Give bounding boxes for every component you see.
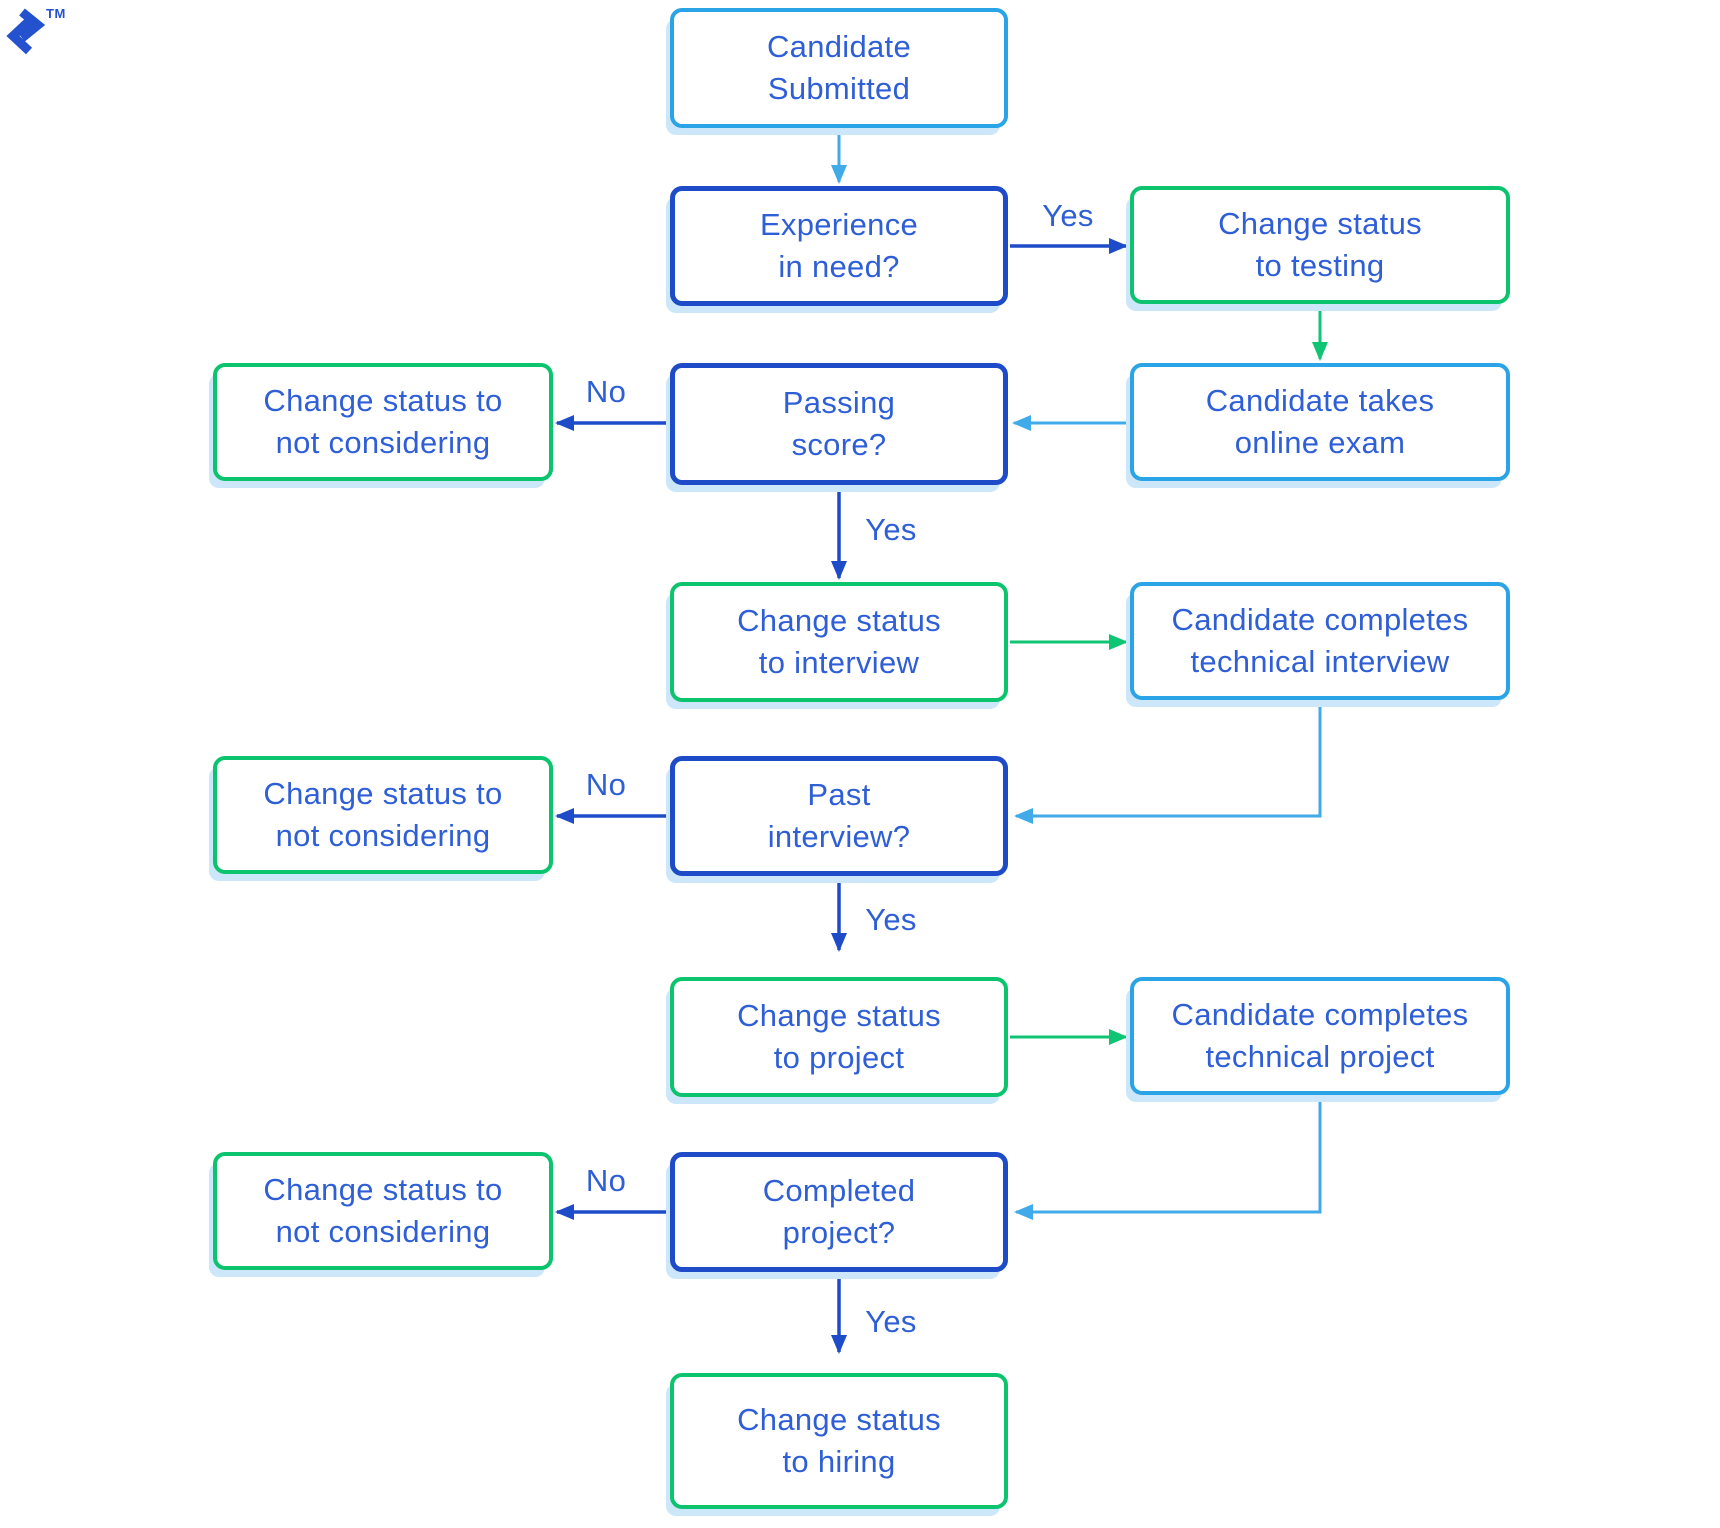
node-text-line: in need? [778,249,900,284]
node-change-status-to-testing: Change status to testing [1130,186,1510,304]
node-text-line: Experience [759,207,919,242]
node-text-line: Candidate takes [1205,383,1435,418]
node-text-line: Change status [737,998,941,1033]
node-text-line: to interview [758,645,920,680]
node-change-status-not-considering-2: Change status to not considering [213,756,553,874]
node-change-status-to-interview: Change status to interview [670,582,1008,702]
node-text-line: Candidate completes [1171,602,1469,637]
edge-label-yes-past-interview: Yes [865,902,917,937]
node-text-line: Change status to [263,1172,503,1207]
node-text-line: Completed [762,1173,916,1208]
node-candidate-completes-technical-interview: Candidate completes technical interview [1130,582,1510,700]
node-text-line: interview? [767,819,911,854]
node-text-line: not considering [275,818,491,853]
node-text-line: Change status to [263,383,503,418]
node-text-line: Change status [1218,206,1422,241]
node-text-line: Change status [737,603,941,638]
node-text-line: online exam [1234,425,1406,460]
node-candidate-completes-technical-project: Candidate completes technical project [1130,977,1510,1095]
edge-label-no-passing: No [585,374,627,409]
node-text-line: to hiring [782,1444,896,1479]
node-experience-in-need: Experience in need? [670,186,1008,306]
arrow-tech-project-to-completed [1014,1097,1322,1220]
node-text-line: score? [791,427,887,462]
node-change-status-to-project: Change status to project [670,977,1008,1097]
node-passing-score: Passing score? [670,363,1008,485]
node-text-line: not considering [275,425,491,460]
node-completed-project: Completed project? [670,1152,1008,1272]
node-text-line: project? [782,1215,896,1250]
edge-label-yes-completed: Yes [865,1304,917,1339]
node-change-status-not-considering-1: Change status to not considering [213,363,553,481]
node-text-line: technical interview [1190,644,1450,679]
toptal-logomark-icon [6,8,46,55]
logomark-chevron-top [19,8,46,42]
arrow-tech-interview-to-past-interview [1014,702,1322,824]
edge-label-yes-passing: Yes [865,512,917,547]
node-text-line: technical project [1205,1039,1435,1074]
node-past-interview: Past interview? [670,756,1008,876]
edge-label-no-past-interview: No [585,767,627,802]
logomark-chevron-bottom [6,17,33,55]
node-text-line: to testing [1255,248,1385,283]
node-text-line: Change status to [263,776,503,811]
node-candidate-takes-online-exam: Candidate takes online exam [1130,363,1510,481]
node-text-line: to project [773,1040,905,1075]
node-text-line: Passing [782,385,896,420]
node-text-line: Candidate completes [1171,997,1469,1032]
node-text-line: Candidate [766,29,912,64]
edge-label-no-completed: No [585,1163,627,1198]
node-change-status-not-considering-3: Change status to not considering [213,1152,553,1270]
edge-label-yes-experience: Yes [1042,198,1094,233]
trademark-text: TM [46,6,66,21]
brand-logo: TM [6,6,76,62]
node-change-status-to-hiring: Change status to hiring [670,1373,1008,1509]
node-text-line: not considering [275,1214,491,1249]
node-candidate-submitted: Candidate Submitted [670,8,1008,128]
node-text-line: Change status [737,1402,941,1437]
node-text-line: Past [807,777,871,812]
node-text-line: Submitted [767,71,911,106]
